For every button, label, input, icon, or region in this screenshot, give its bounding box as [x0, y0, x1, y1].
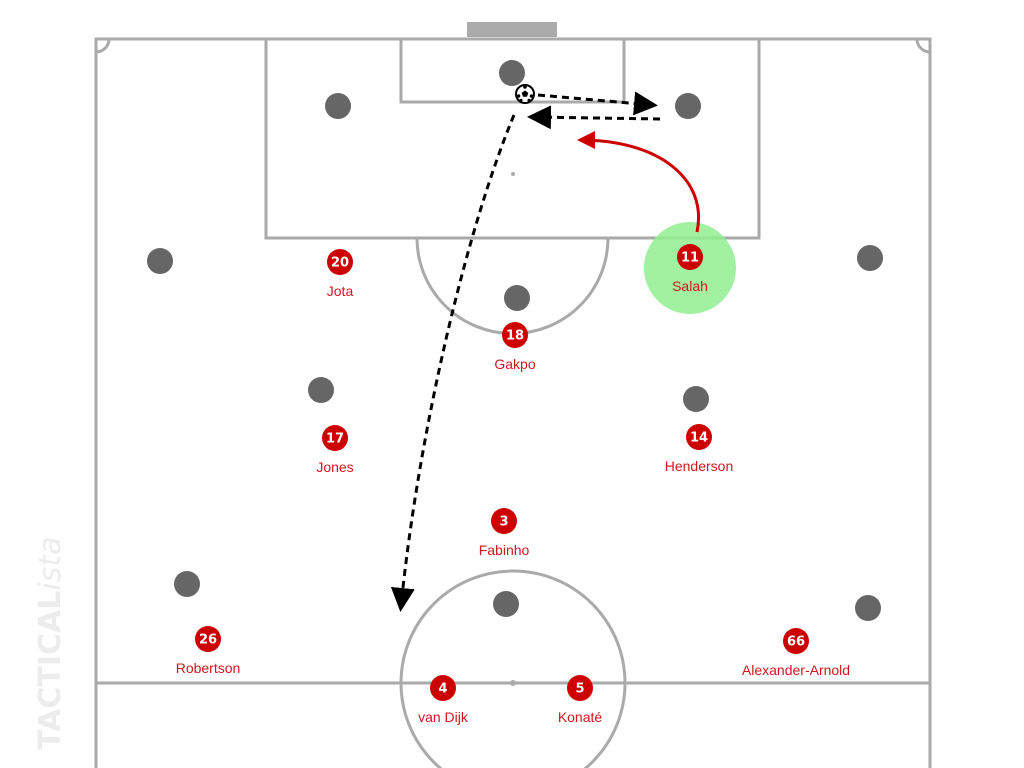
opponent-marker	[147, 248, 173, 274]
six-yard-box	[399, 37, 626, 104]
player-name: Konaté	[558, 709, 603, 725]
goal	[467, 22, 557, 37]
opponent-marker	[504, 285, 530, 311]
player-name: Henderson	[665, 458, 734, 474]
opponent-marker	[499, 60, 525, 86]
player-circle	[502, 322, 528, 348]
pass-arrow-back	[527, 105, 661, 130]
player-name: Robertson	[176, 660, 241, 676]
player-circle	[783, 628, 809, 654]
opponent-marker	[683, 386, 709, 412]
centre-spot	[510, 680, 516, 686]
opponent-marker	[857, 245, 883, 271]
corner-arc-left	[95, 38, 111, 54]
ball-icon	[515, 84, 535, 104]
player-circle	[322, 425, 348, 451]
player-circle	[686, 424, 712, 450]
opponent-marker	[174, 571, 200, 597]
player-circle	[195, 626, 221, 652]
player-number: 26	[199, 633, 217, 648]
corner-arc-right	[915, 38, 931, 54]
pitch-outline	[94, 37, 932, 768]
player-number: 11	[681, 251, 699, 266]
penalty-arc	[415, 237, 610, 335]
opponent-marker	[675, 93, 701, 119]
player-number: 18	[506, 329, 524, 344]
player-number: 14	[690, 431, 708, 446]
player-number: 5	[575, 682, 584, 697]
player-name: Salah	[672, 278, 708, 294]
player-circle	[491, 508, 517, 534]
player-marker: 4 van Dijk	[418, 675, 469, 725]
player-circle	[677, 244, 703, 270]
penalty-spot	[511, 172, 515, 176]
player-number: 4	[438, 682, 447, 697]
opponent-layer	[147, 60, 883, 621]
player-name: Alexander-Arnold	[742, 662, 850, 678]
player-number: 20	[331, 256, 349, 271]
opponent-marker	[855, 595, 881, 621]
player-number: 66	[787, 635, 805, 650]
player-number: 17	[326, 432, 344, 447]
player-name: Fabinho	[479, 542, 530, 558]
player-name: Jota	[327, 283, 354, 299]
pitch-markings	[94, 22, 932, 768]
watermark: TACTICALista	[33, 537, 68, 750]
player-number: 3	[499, 515, 508, 530]
player-circle	[430, 675, 456, 701]
run-arrow	[577, 131, 700, 233]
player-circle	[327, 249, 353, 275]
player-name: Gakpo	[494, 356, 535, 372]
player-circle	[567, 675, 593, 701]
centre-circle	[399, 569, 627, 768]
player-name: Jones	[316, 459, 353, 475]
long-pass-arrow	[390, 114, 516, 612]
opponent-marker	[325, 93, 351, 119]
player-name: van Dijk	[418, 709, 469, 725]
opponent-marker	[308, 377, 334, 403]
opponent-marker	[493, 591, 519, 617]
